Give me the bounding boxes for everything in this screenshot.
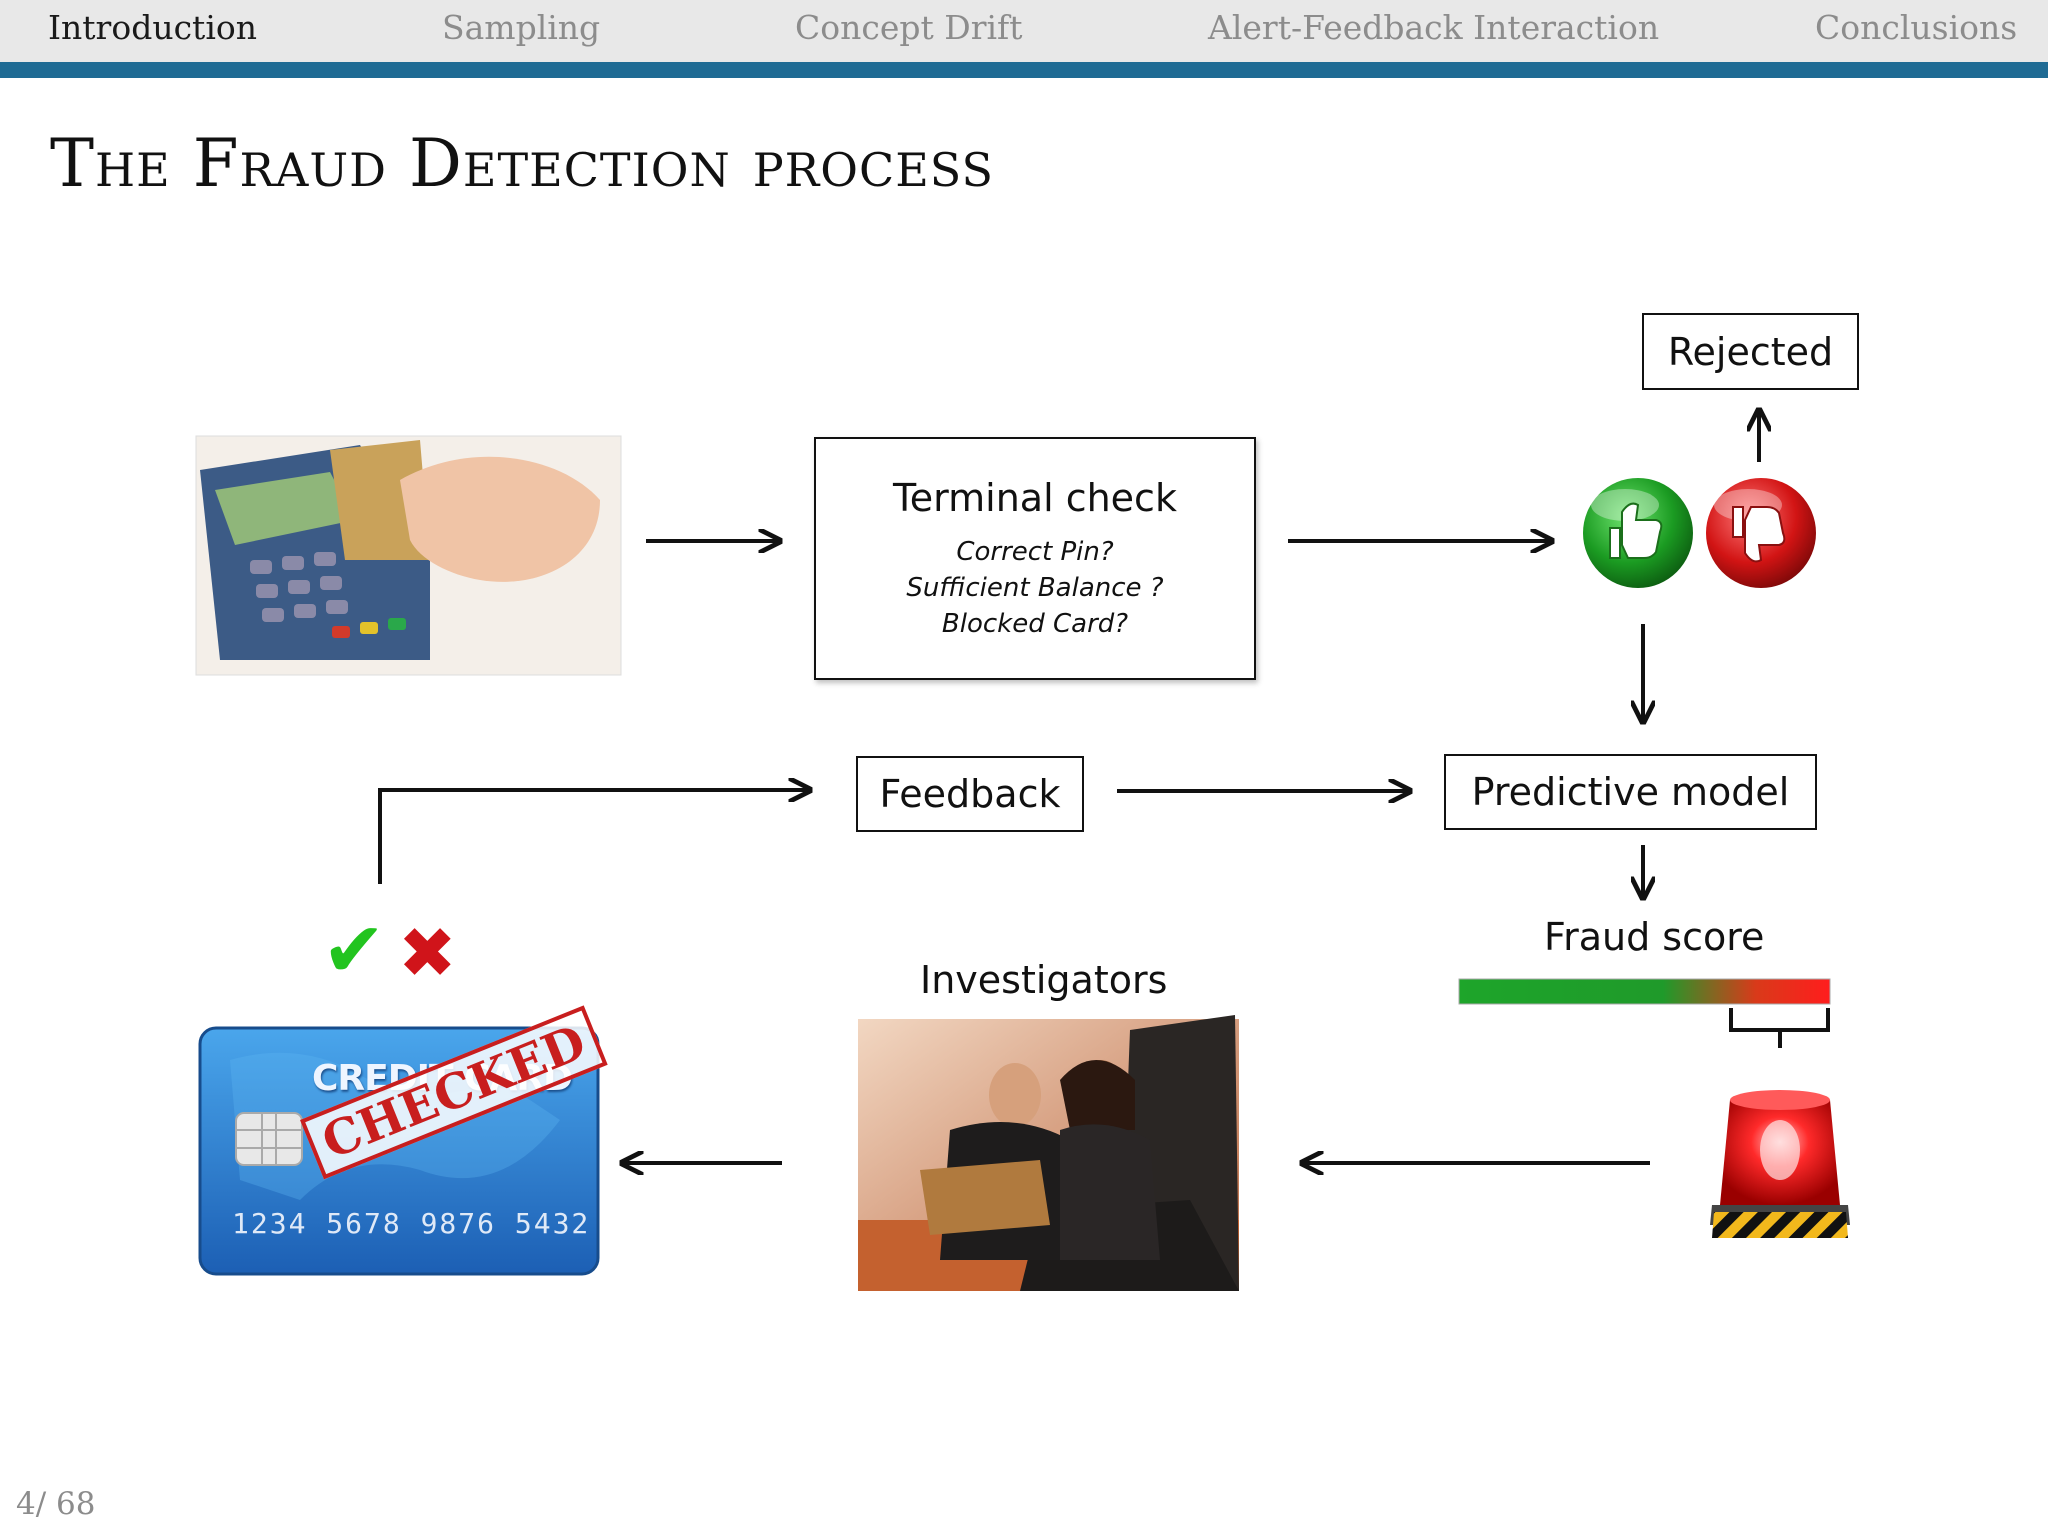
thumbs-up-icon [1583, 478, 1693, 588]
feedback-box: Feedback [856, 756, 1084, 832]
section-nav: Introduction Sampling Concept Drift Aler… [0, 0, 2048, 62]
credit-card-number: 1234 5678 9876 5432 [232, 1207, 591, 1240]
investigators-label: Investigators [920, 958, 1168, 1002]
investigators-photo [858, 1015, 1239, 1291]
terminal-check-question: Correct Pin? [956, 536, 1114, 567]
terminal-check-box: Terminal check Correct Pin? Sufficient B… [814, 437, 1256, 680]
check-mark-icon: ✔ [322, 905, 386, 994]
nav-concept-drift[interactable]: Concept Drift [795, 8, 1023, 47]
terminal-check-question: Sufficient Balance ? [906, 572, 1164, 603]
nav-alert-feedback[interactable]: Alert-Feedback Interaction [1208, 8, 1660, 47]
predictive-model-box: Predictive model [1444, 754, 1817, 830]
cross-mark-icon: ✖ [398, 912, 457, 994]
arrow-card-to-feedback [378, 790, 810, 884]
terminal-check-title: Terminal check [893, 475, 1177, 520]
rejected-box: Rejected [1642, 313, 1859, 390]
page-number: 4/ 68 [16, 1486, 96, 1522]
fraud-score-bar [1458, 978, 1831, 1005]
thumbs-down-icon [1706, 478, 1816, 588]
nav-introduction[interactable]: Introduction [48, 8, 257, 47]
siren-icon [1710, 1090, 1850, 1238]
nav-sampling[interactable]: Sampling [442, 8, 601, 47]
slide-title: The Fraud Detection process [50, 125, 995, 202]
nav-conclusions[interactable]: Conclusions [1815, 8, 2018, 47]
fraud-score-label: Fraud score [1544, 915, 1765, 959]
payment-terminal-image [195, 435, 622, 676]
nav-progress-bar [0, 62, 2048, 78]
terminal-check-question: Blocked Card? [941, 608, 1129, 639]
fraud-score-brace [1729, 1008, 1830, 1048]
